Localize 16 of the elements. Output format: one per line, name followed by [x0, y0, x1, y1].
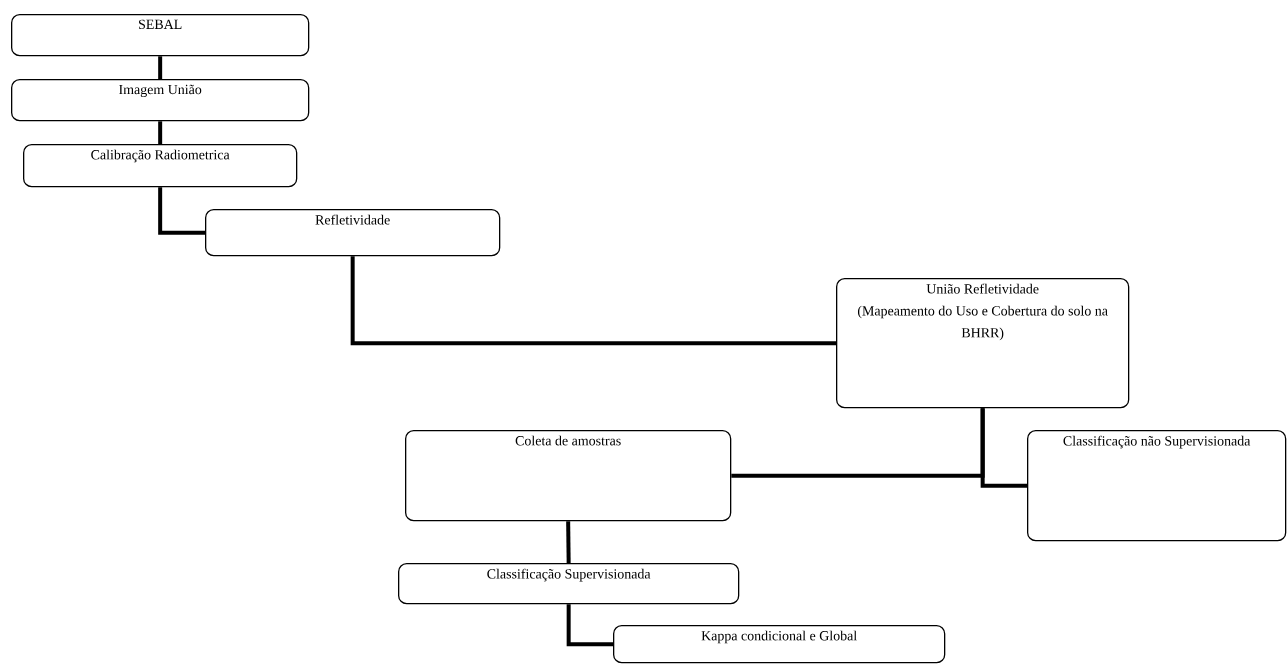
process-box: Classificação não Supervisionada [1027, 430, 1287, 542]
process-box: SEBAL [11, 14, 310, 57]
process-box: Imagem União [11, 79, 310, 122]
process-box: Refletividade [205, 209, 501, 257]
connector-line [566, 604, 613, 647]
connector-line [158, 187, 205, 235]
process-box: União Refletividade (Mapeamento do Uso e Cobertura do solo na BHRR) [836, 278, 1130, 409]
connector-line [158, 121, 163, 144]
connector-line [980, 408, 1027, 488]
process-box: Kappa condicional e Global [613, 625, 946, 664]
process-box: Classificação Supervisionada [398, 563, 740, 605]
connector-line [350, 256, 836, 346]
process-box: Calibração Radiometrica [23, 144, 298, 188]
connector-line [158, 56, 163, 79]
process-box: Coleta de amostras [405, 430, 732, 522]
connector-line [566, 521, 571, 564]
